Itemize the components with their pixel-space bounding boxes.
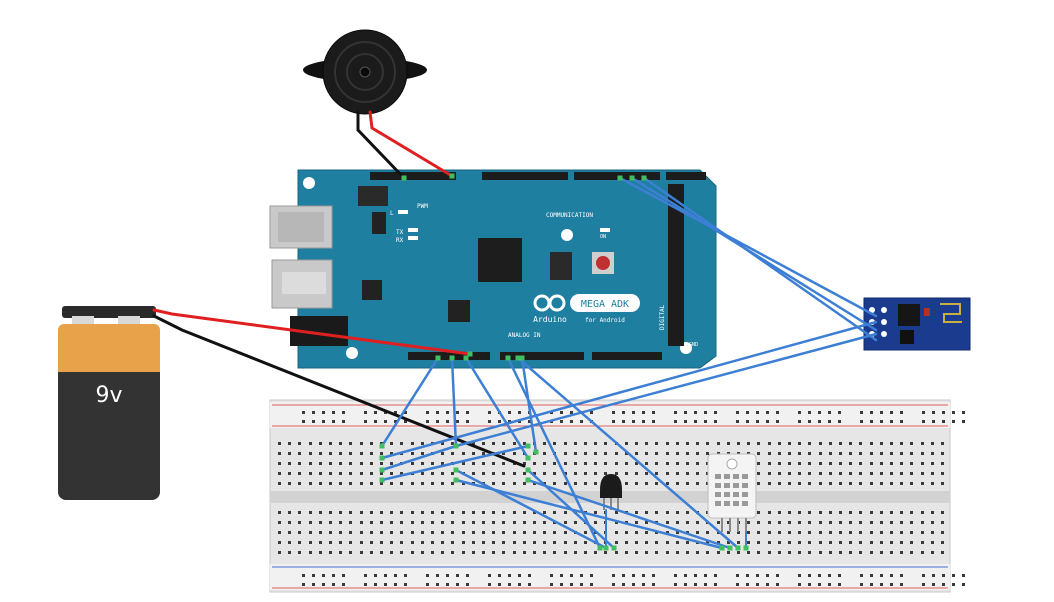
wire-end: [453, 477, 459, 483]
esp01-wifi-module: [863, 297, 971, 351]
breadboard-holes: [278, 411, 965, 586]
wire-end: [379, 455, 385, 461]
analog-in-label: ANALOG IN: [508, 332, 541, 339]
tx-label: TX: [396, 229, 404, 236]
wire-end: [617, 175, 623, 181]
l-led-label: L: [390, 210, 394, 217]
communication-label: COMMUNICATION: [546, 212, 593, 219]
arduino-gnd-wire-1: [450, 356, 458, 448]
wire-end: [611, 545, 617, 551]
gnd-label: GND: [689, 342, 698, 348]
wire-end: [453, 443, 459, 449]
battery-ground-wire: [152, 314, 526, 468]
wire-end: [515, 355, 521, 361]
wire-end: [453, 467, 459, 473]
wire-end: [603, 545, 609, 551]
rx-label: RX: [396, 237, 404, 244]
buzzer-signal-wire: [368, 110, 454, 178]
wire-end: [525, 455, 531, 461]
battery-positive-wire: [152, 308, 472, 356]
jumper-1: [454, 468, 608, 550]
wire-end: [525, 467, 531, 473]
wire-end: [743, 545, 749, 551]
jumper-4: [526, 478, 732, 550]
on-led-label: ON: [600, 234, 606, 240]
digital-label: DIGITAL: [659, 304, 666, 330]
battery-9v: 9v: [58, 306, 160, 500]
esp-rst-wire: [642, 176, 878, 342]
dht-grille: [715, 474, 748, 506]
wire-end: [449, 355, 455, 361]
wire-end: [525, 443, 531, 449]
wire-end: [525, 477, 531, 483]
wire-end: [379, 467, 385, 473]
wire-end: [735, 545, 741, 551]
wire-end: [533, 449, 539, 455]
battery-label: 9v: [95, 383, 122, 408]
arduino-board: MEGA ADK Arduino for Android PWM COMMUNI…: [269, 169, 717, 369]
jumper-2: [454, 478, 724, 550]
board-logo-text: MEGA ADK: [581, 299, 629, 310]
jumper-6: [380, 444, 530, 482]
wire-end: [401, 175, 407, 181]
wire-end: [641, 175, 647, 181]
wire-end: [435, 355, 441, 361]
wire-end: [467, 351, 473, 357]
humidity-sensor: [707, 453, 757, 532]
jumper-5: [380, 444, 458, 472]
wire-end: [449, 173, 455, 179]
arduino-5v-wire: [380, 356, 440, 448]
esp-vcc-wire: [380, 320, 878, 460]
esp-tx-wire: [618, 176, 878, 318]
wire-end: [597, 545, 603, 551]
board-brand-text: Arduino: [533, 315, 567, 324]
wire-endpoints: [379, 173, 749, 551]
wires: [152, 110, 878, 550]
analog-a2-wire: [520, 356, 538, 454]
wire-end: [379, 477, 385, 483]
buzzer-ground-wire: [356, 110, 406, 180]
piezo-buzzer: [303, 29, 427, 115]
wire-end: [463, 355, 469, 361]
wire-end: [719, 545, 725, 551]
wire-end: [519, 355, 525, 361]
arduino-logo: [533, 294, 640, 312]
pwm-label: PWM: [417, 203, 428, 210]
jumper-3: [526, 468, 616, 550]
esp-gnd-wire: [454, 332, 878, 448]
wire-end: [727, 545, 733, 551]
analog-a1-wire: [516, 356, 740, 550]
wire-end: [505, 355, 511, 361]
analog-a0-wire: [506, 356, 602, 550]
wire-end: [629, 175, 635, 181]
wire-end: [379, 443, 385, 449]
arduino-gnd-wire-2: [464, 356, 530, 460]
breadboard: [269, 399, 965, 593]
board-logo-subtext: for Android: [585, 317, 625, 324]
